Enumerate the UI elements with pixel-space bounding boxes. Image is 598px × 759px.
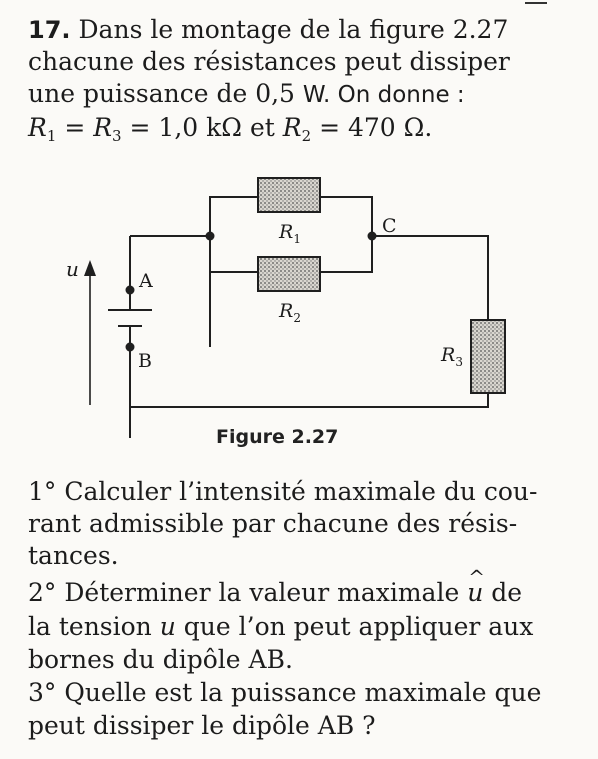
intro-line-1: 17.Dans le montage de la figure 2.27 — [28, 15, 509, 44]
terminal-b — [125, 342, 135, 352]
label-u: u — [66, 257, 79, 281]
question-2-line-3: bornes du dipôle AB. — [28, 645, 293, 674]
circuit-diagram: u A B C R1 R2 R3 — [66, 177, 506, 438]
node-c — [367, 231, 377, 241]
label-a: A — [138, 270, 153, 292]
question-3-line-1: 3° Quelle est la puissance maximale que — [28, 678, 542, 707]
label-r1: R1 — [278, 221, 301, 246]
question-2-line-2: la tension u que l’on peut appliquer aux — [28, 612, 534, 641]
label-r2: R2 — [278, 300, 301, 325]
figure-caption: Figure 2.27 — [216, 426, 339, 448]
question-1-line-3: tances. — [28, 541, 119, 570]
resistor-r2 — [257, 256, 321, 292]
intro-line-2: chacune des résistances peut dissiper — [28, 47, 510, 76]
resistor-r3 — [470, 319, 506, 394]
question-1-line-2: rant admissible par chacune des résis- — [28, 509, 518, 538]
label-r3: R3 — [440, 344, 463, 369]
question-1-line-1: 1° Calculer l’intensité maximale du cou- — [28, 477, 538, 506]
intro-line-3: une puissance de 0,5 W. On donne : — [28, 79, 465, 108]
print-mark — [525, 2, 547, 4]
terminal-a — [125, 285, 135, 295]
question-3-line-2: peut dissiper le dipôle AB ? — [28, 711, 376, 740]
wire-top-left — [129, 196, 489, 438]
question-2-line-1: 2° Déterminer la valeur maximale u de — [28, 561, 522, 609]
label-c: C — [382, 215, 397, 237]
node-left — [205, 231, 215, 241]
label-b: B — [138, 350, 152, 372]
resistor-r1 — [257, 177, 321, 213]
exercise-number: 17. — [28, 16, 71, 44]
u-hat: u — [467, 561, 485, 609]
voltage-arrow-head — [84, 260, 96, 276]
given-values: R1 = R3 = 1,0 kΩ et R2 = 470 Ω. — [28, 113, 433, 145]
